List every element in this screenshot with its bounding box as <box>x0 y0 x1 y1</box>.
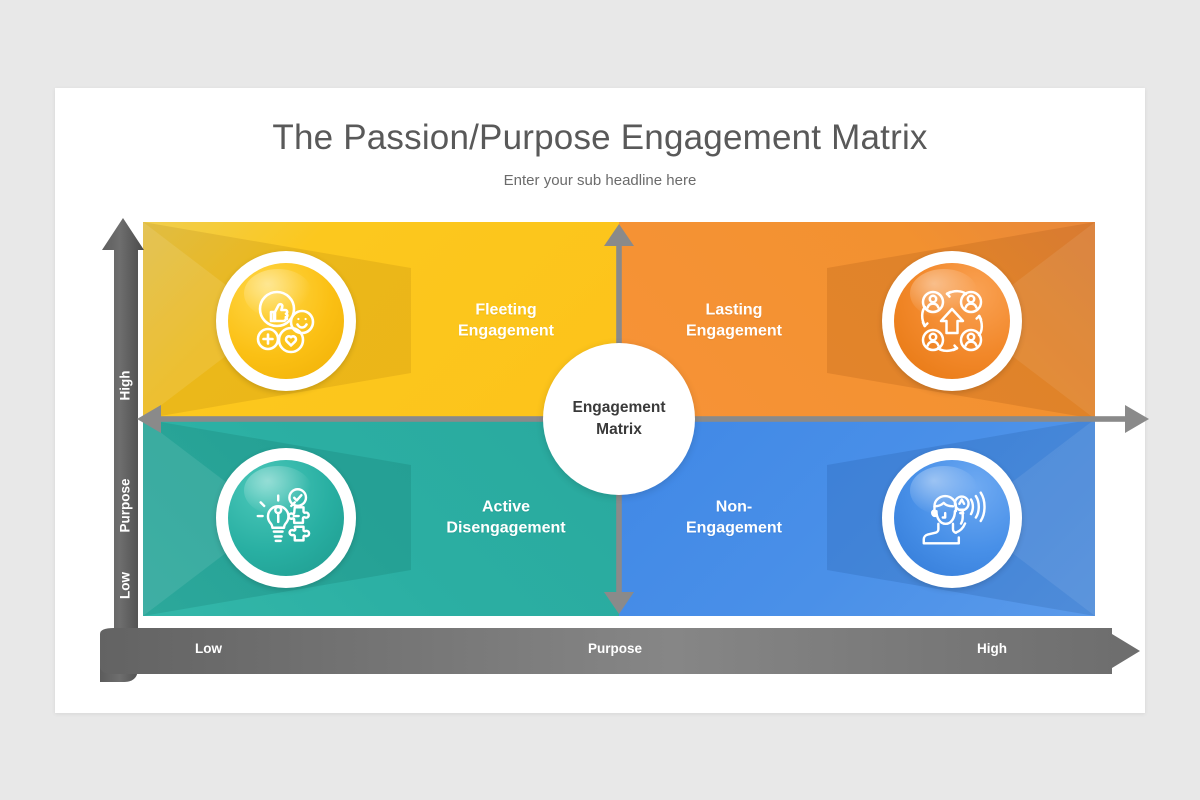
engagement-matrix: Fleeting Engagement <box>137 222 1149 616</box>
page-subtitle: Enter your sub headline here <box>503 172 697 189</box>
quadrant-label-line1: Active <box>481 497 531 515</box>
x-axis-label-low: Low <box>195 641 222 656</box>
icon-badge-fleeting[interactable] <box>216 250 356 391</box>
person-idea-broadcast-icon <box>922 490 986 545</box>
quadrant-label-line1: Fleeting <box>475 300 537 318</box>
y-axis <box>100 218 144 682</box>
quadrant-label-non-engagement: Non- Engagement <box>619 496 849 539</box>
icon-badge-non-engagement[interactable] <box>882 447 1022 588</box>
quadrant-label-line1: Non- <box>715 497 753 515</box>
page-title: The Passion/Purpose Engagement Matrix <box>272 118 928 157</box>
quadrant-lasting-engagement[interactable]: Lasting Engagement <box>619 222 1095 419</box>
quadrant-label-fleeting: Fleeting Engagement <box>391 299 619 342</box>
quadrant-label-line2: Engagement <box>685 322 782 340</box>
center-hub[interactable]: Engagement Matrix <box>543 343 695 495</box>
icon-badge-lasting[interactable] <box>882 250 1022 391</box>
quadrant-label-lasting: Lasting Engagement <box>619 299 849 342</box>
quadrant-label-line1: Lasting <box>705 300 763 318</box>
x-axis-label-high: High <box>977 641 1007 656</box>
center-hub-line2: Matrix <box>596 421 642 438</box>
thumbs-up-feedback-icon <box>256 290 315 353</box>
slide-card: The Passion/Purpose Engagement Matrix En… <box>55 88 1149 713</box>
center-hub-label: Engagement Matrix <box>572 397 665 440</box>
horizontal-arrow-heads <box>137 405 1149 433</box>
idea-puzzle-solution-icon <box>256 487 311 542</box>
quadrant-active-disengagement[interactable]: Active Disengagement <box>143 419 619 616</box>
quadrant-label-disengagement: Active Disengagement <box>391 496 619 539</box>
icon-badge-disengagement[interactable] <box>216 447 356 588</box>
center-hub-line1: Engagement <box>572 399 666 417</box>
quadrant-non-engagement[interactable]: Non- Engagement <box>619 419 1095 616</box>
y-axis-label-low: Low <box>117 572 133 599</box>
vertical-arrow-heads <box>604 224 634 614</box>
team-cycle-growth-icon <box>920 289 984 352</box>
quadrant-label-line2: Engagement <box>457 322 554 340</box>
x-axis <box>100 628 1140 674</box>
y-axis-label-high: High <box>117 370 133 401</box>
quadrant-label-line2: Disengagement <box>446 519 566 537</box>
x-axis-label-purpose: Purpose <box>588 641 643 656</box>
quadrant-label-line2: Engagement <box>685 519 782 537</box>
y-axis-label-purpose: Purpose <box>117 478 133 533</box>
